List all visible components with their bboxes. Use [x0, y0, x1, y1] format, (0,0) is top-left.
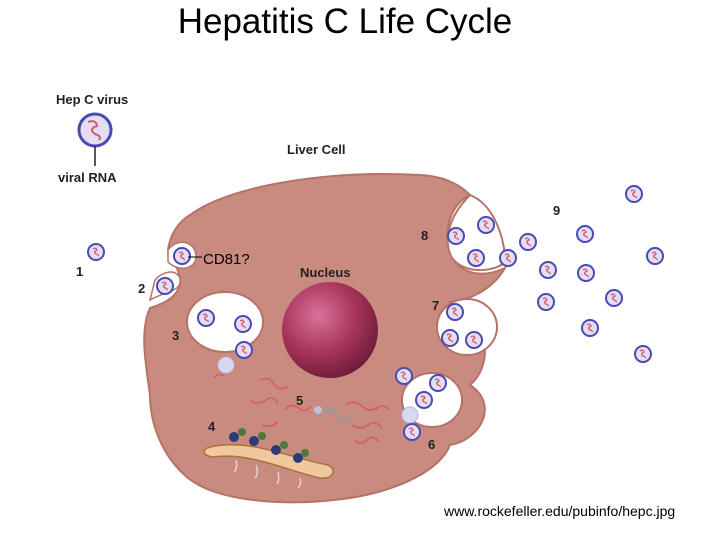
- diagram-title: Hepatitis C Life Cycle: [177, 2, 513, 41]
- legend-rna-label: viral RNA: [58, 170, 117, 185]
- step-8-label: 8: [421, 228, 428, 243]
- released-rna-step3: [213, 373, 225, 379]
- nucleus-label: Nucleus: [300, 265, 351, 280]
- endosome-vesicle: [186, 291, 264, 353]
- step-6-label: 6: [428, 437, 435, 452]
- liver-cell-label: Liver Cell: [287, 142, 346, 157]
- step-7-label: 7: [432, 298, 439, 313]
- step-9-label: 9: [553, 203, 560, 218]
- receptor-label: CD81?: [203, 251, 250, 268]
- image-credit: www.rockefeller.edu/pubinfo/hepc.jpg: [444, 503, 676, 519]
- ribosomes: [229, 428, 309, 463]
- nucleus: [282, 282, 378, 378]
- viral-rna-strands: [249, 377, 390, 444]
- budding-pit: [446, 193, 507, 272]
- step-4-label: 4: [208, 419, 216, 434]
- step-3-label: 3: [172, 328, 179, 343]
- secretory-vesicle-7: [436, 298, 498, 356]
- step-1-label: 1: [76, 264, 83, 279]
- legend-virus-particle-icon: [77, 112, 113, 148]
- legend-virus-label: Hep C virus: [56, 92, 128, 107]
- step-5-label: 5: [296, 393, 303, 408]
- released-rna-strand: [315, 407, 351, 422]
- legend-rna-icon: [87, 120, 101, 141]
- uncoated-capsid: [217, 356, 235, 374]
- legend-virus: Hep C virus viral RNA: [56, 92, 128, 185]
- assembling-capsid: [401, 406, 419, 424]
- uncoating-particle: [314, 406, 322, 414]
- nascent-polyprotein: [233, 459, 302, 489]
- step-2-label: 2: [138, 281, 145, 296]
